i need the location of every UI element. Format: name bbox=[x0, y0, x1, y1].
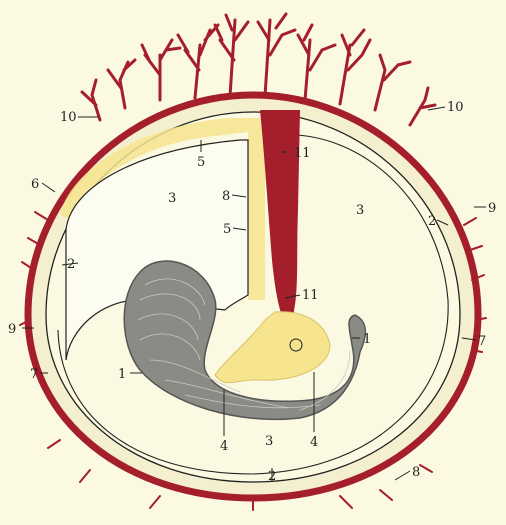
leader-lines bbox=[0, 0, 506, 521]
embryo-diagram: 1 1 2 2 2 3 3 3 4 4 5 5 6 7 7 8 8 9 9 10… bbox=[0, 0, 506, 521]
